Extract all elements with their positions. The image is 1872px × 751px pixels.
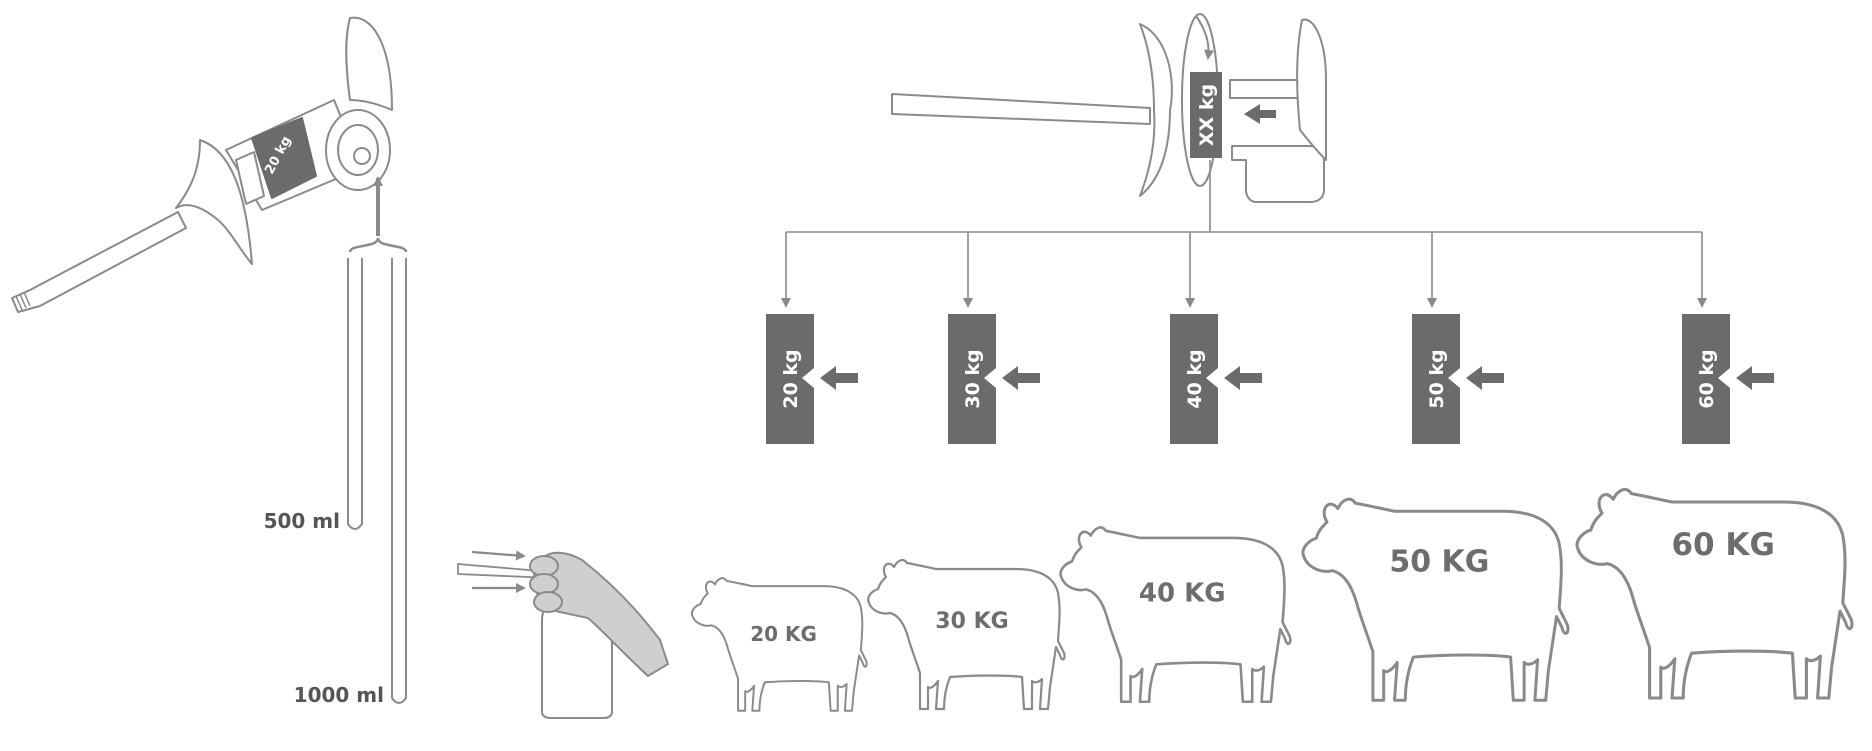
dial-notch <box>1718 368 1730 388</box>
top-dial-label: XX kg <box>1196 84 1218 146</box>
dial-setting-3: 40 kg <box>1170 232 1262 444</box>
cylinder-500-label: 500 ml <box>264 509 340 533</box>
dial-settings-row: 20 kg 30 kg 40 kg 50 kg 60 kg <box>766 232 1774 444</box>
calf-icon <box>866 558 1066 711</box>
dial-setting-5: 60 kg <box>1682 232 1774 444</box>
dial-notch <box>984 368 996 388</box>
dial-setting-4: 50 kg <box>1412 232 1504 444</box>
calf-1: 20 KG <box>690 577 868 712</box>
hand-squeeze-bottle-icon <box>457 550 670 719</box>
dial-setting-label: 20 kg <box>780 349 802 408</box>
calf-4: 50 KG <box>1301 497 1570 702</box>
calf-3: 40 KG <box>1059 525 1292 704</box>
cylinder-500ml: 500 ml <box>264 258 363 533</box>
dial-setting-label: 50 kg <box>1426 349 1448 408</box>
dial-pointer-arrow-icon <box>1736 366 1774 390</box>
applicator-gun-icon: 20 kg <box>11 16 393 313</box>
dial-pointer-arrow-icon <box>1224 366 1262 390</box>
dial-setting-label: 30 kg <box>962 349 984 408</box>
calves-row: 20 KG 30 KG 40 KG 50 KG 60 KG <box>690 487 1854 712</box>
calf-icon <box>1575 487 1854 700</box>
calf-5: 60 KG <box>1575 487 1854 700</box>
calf-icon <box>1059 525 1292 704</box>
calf-weight-label: 60 KG <box>1671 527 1774 563</box>
dial-notch <box>1448 368 1460 388</box>
dial-pointer-arrow-icon <box>1466 366 1504 390</box>
dial-notch <box>1206 368 1218 388</box>
dial-setting-label: 60 kg <box>1696 349 1718 408</box>
dial-pointer-arrow-icon <box>820 366 858 390</box>
top-pointer-arrow <box>1244 104 1276 124</box>
cylinder-brace <box>348 237 408 253</box>
dial-notch <box>802 368 814 388</box>
dial-setting-1: 20 kg <box>766 232 858 444</box>
calf-weight-label: 20 KG <box>750 622 817 646</box>
dial-setting-2: 30 kg <box>948 232 1040 444</box>
cylinder-1000ml: 1000 ml <box>294 258 407 707</box>
calf-2: 30 KG <box>866 558 1066 711</box>
dial-tree-connector <box>786 160 1702 233</box>
top-dial-plate <box>1190 72 1222 158</box>
calf-icon <box>1301 497 1570 702</box>
calf-weight-label: 40 KG <box>1139 579 1226 609</box>
rotate-arrow <box>1195 15 1215 60</box>
dial-pointer-arrow-icon <box>1002 366 1040 390</box>
dial-setting-label: 40 kg <box>1184 349 1206 408</box>
dial-gun-icon <box>891 13 1327 203</box>
calf-weight-label: 30 KG <box>935 609 1008 634</box>
calf-weight-label: 50 KG <box>1389 544 1489 579</box>
cylinder-1000-label: 1000 ml <box>294 683 384 707</box>
